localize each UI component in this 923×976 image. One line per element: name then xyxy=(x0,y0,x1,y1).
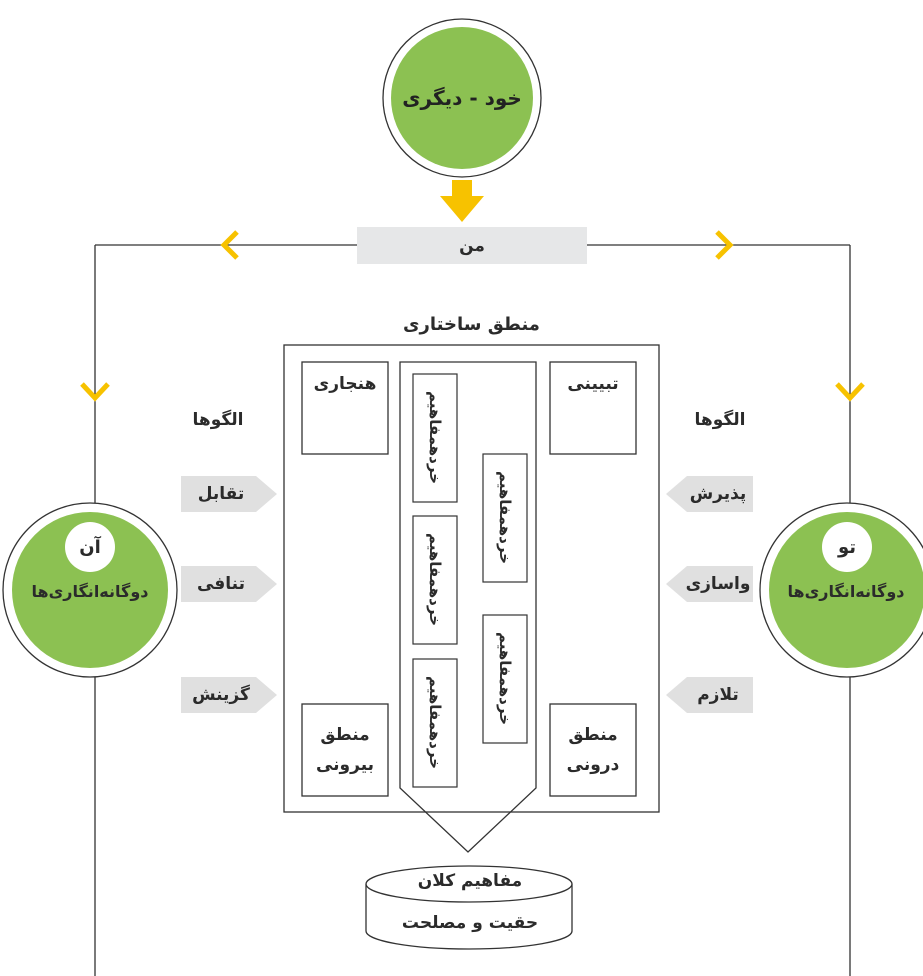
left-pattern-item: گزینش xyxy=(192,685,250,705)
micro-concepts-container xyxy=(399,361,537,853)
self-label: من xyxy=(459,235,485,256)
right-pattern-item: تلازم xyxy=(697,685,739,705)
right-patterns-title: الگوها xyxy=(694,410,746,430)
right-pattern-item: واسازی xyxy=(685,574,751,594)
micro-concept-label: خردهمفاهیم xyxy=(426,676,444,770)
chevron-left-icon xyxy=(220,230,239,260)
top-node xyxy=(382,18,542,178)
explanatory-label: تبیینی xyxy=(567,374,619,394)
left-patterns-title: الگوها xyxy=(192,410,244,430)
internal-logic-box xyxy=(549,703,637,797)
micro-box xyxy=(412,373,458,503)
normative-label: هنجاری xyxy=(313,374,377,394)
chevron-right-icon xyxy=(715,230,734,260)
left-pattern-item: تقابل xyxy=(197,484,245,504)
chevron-down-icon-left xyxy=(80,382,110,402)
left-pattern-item: تنافی xyxy=(196,574,246,594)
normative-box xyxy=(301,361,389,455)
micro-concept-label: خردهمفاهیم xyxy=(496,632,514,726)
chevron-down-icon-right xyxy=(835,382,865,402)
left-node-label: دوگانه‌انگاری‌ها xyxy=(31,581,149,601)
left-pattern-arrows xyxy=(181,476,277,713)
right-pattern-item: پذیرش xyxy=(689,484,747,504)
right-node xyxy=(759,502,923,678)
right-pattern-arrows xyxy=(666,476,753,713)
down-arrow-icon xyxy=(440,180,484,222)
top-node-label: خود - دیگری xyxy=(402,86,522,110)
external-logic-box xyxy=(301,703,389,797)
micro-concept-label: خردهمفاهیم xyxy=(426,533,444,627)
right-node-label: دوگانه‌انگاری‌ها xyxy=(787,581,905,601)
internal-logic-label: منطق درونی xyxy=(566,725,620,775)
micro-box xyxy=(412,515,458,645)
connector-lines xyxy=(94,244,851,976)
micro-box xyxy=(482,614,528,744)
micro-box xyxy=(482,453,528,583)
explanatory-box xyxy=(549,361,637,455)
micro-box xyxy=(412,658,458,788)
micro-concept-label: خردهمفاهیم xyxy=(426,391,444,485)
self-bar xyxy=(357,227,587,264)
right-node-pronoun: تو xyxy=(837,536,857,558)
left-node xyxy=(2,502,178,678)
external-logic-label: منطق بیرونی xyxy=(315,725,375,775)
micro-concept-label: خردهمفاهیم xyxy=(496,471,514,565)
structural-logic-box xyxy=(283,344,660,813)
macro-concepts-cylinder xyxy=(365,865,573,950)
macro-concepts-subtitle: حقیت و مصلحت xyxy=(401,913,539,933)
macro-concepts-title: مفاهیم کلان xyxy=(417,871,523,891)
structural-logic-title: منطق ساختاری xyxy=(403,314,540,335)
left-node-pronoun: آن xyxy=(79,536,101,558)
